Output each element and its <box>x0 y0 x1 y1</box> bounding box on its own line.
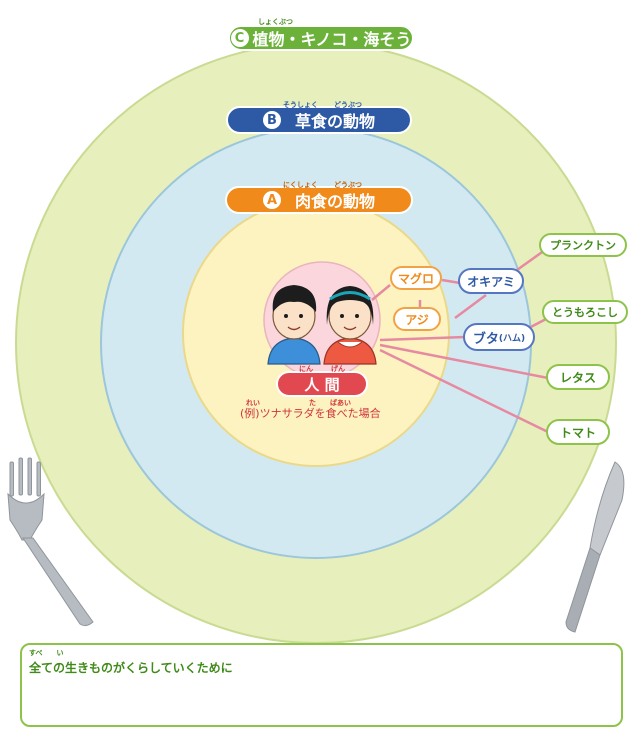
node-plankton: プランクトン <box>539 233 627 257</box>
layer-a-label: 肉食の動物 <box>294 192 375 211</box>
node-lettuce: レタス <box>546 364 610 390</box>
node-tomato: トマト <box>546 419 610 445</box>
layer-b-label: 草食の動物 <box>294 112 375 131</box>
human-badge: 人 間 <box>276 371 368 397</box>
node-buta: ブタ(ハム) <box>463 323 535 351</box>
caption-text: 全ての生きものがくらしていくために <box>29 661 233 675</box>
human-ruby-2: げん <box>331 365 345 373</box>
layer-a-ruby-2: どうぶつ <box>334 181 362 189</box>
layer-c-ruby: しょくぶつ <box>258 18 293 26</box>
layer-b-letter: B <box>262 111 281 129</box>
layer-a-badge: A 肉食の動物 <box>225 186 413 214</box>
example-ruby: れい た ばあい <box>246 399 351 407</box>
layer-b-ruby-1: そうしょく <box>283 101 318 109</box>
boy-illustration <box>267 285 321 365</box>
node-corn: とうもろこし <box>542 300 628 324</box>
node-buta-sub: (ハム) <box>498 333 526 344</box>
knife-icon <box>565 461 625 633</box>
example-caption: (例)ツナサラダを食べた場合 <box>240 407 381 420</box>
layer-c-badge: C 植物・キノコ・海そう <box>228 25 414 51</box>
layer-a-letter: A <box>262 191 281 209</box>
layer-a-ruby-1: にくしょく <box>283 181 318 189</box>
layer-b-badge: B 草食の動物 <box>226 106 412 134</box>
node-maguro: マグロ <box>390 266 442 290</box>
fork-icon <box>7 457 94 627</box>
girl-illustration <box>323 286 377 365</box>
human-ruby-1: にん <box>299 365 313 373</box>
node-aji: アジ <box>393 307 441 331</box>
node-okiami: オキアミ <box>458 268 524 294</box>
node-buta-label: ブタ <box>472 331 499 347</box>
layer-c-label: 植物・キノコ・海そう <box>252 30 412 49</box>
layer-b-ruby-2: どうぶつ <box>334 101 362 109</box>
caption-ruby: すべ い <box>29 649 64 657</box>
layer-c-letter: C <box>230 29 249 47</box>
caption-box: すべ い 全ての生きものがくらしていくために <box>20 643 623 727</box>
